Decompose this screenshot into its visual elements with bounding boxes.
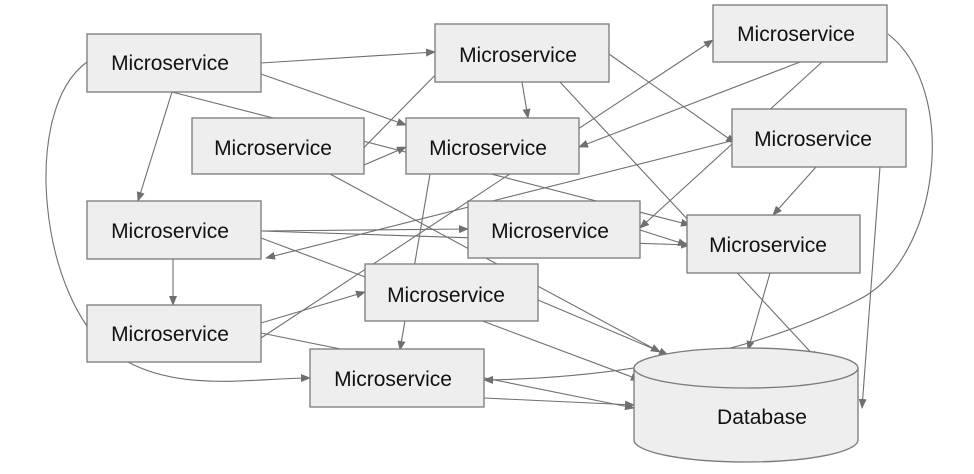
edge-arrow [260, 225, 469, 234]
service-box [309, 348, 485, 408]
service-node[interactable]: Microservice [191, 117, 365, 175]
service-node[interactable]: Microservice [434, 23, 610, 83]
edge-arrow [578, 61, 801, 148]
service-node[interactable]: Microservice [309, 348, 485, 408]
service-box [686, 214, 861, 274]
edge-arrow [397, 173, 431, 351]
edge-arrow [608, 53, 736, 144]
service-node[interactable]: Microservice [86, 33, 262, 93]
edge-arrow [363, 146, 407, 166]
service-node[interactable]: Microservice [467, 200, 641, 259]
edge-arrow [772, 166, 817, 216]
service-box [467, 200, 641, 259]
service-label: Microservice [387, 284, 505, 307]
service-node[interactable]: Microservice [712, 4, 888, 63]
service-node[interactable]: Microservice [364, 263, 539, 322]
service-node[interactable]: Microservice [86, 200, 262, 260]
service-box [434, 23, 610, 83]
edge-arrow [746, 272, 771, 351]
edge-arrow [265, 139, 736, 260]
service-label: Microservice [111, 52, 229, 75]
service-label: Microservice [491, 220, 609, 243]
service-label: Microservice [754, 128, 872, 151]
edge-arrow [260, 73, 407, 126]
edge-arrow [136, 91, 173, 202]
service-node[interactable]: Microservice [405, 117, 580, 175]
database-cylinder-top [633, 347, 859, 389]
service-label: Microservice [459, 44, 577, 67]
edge-arrow [639, 61, 823, 229]
edge-arrow [639, 229, 688, 247]
edge-arrow [537, 299, 669, 356]
service-label: Microservice [429, 137, 547, 160]
edge-arrow [260, 290, 366, 324]
service-box [405, 117, 580, 175]
service-box [364, 263, 539, 322]
service-node[interactable]: Microservice [86, 304, 262, 363]
database-cylinder-body [633, 368, 859, 463]
edge-arrow [521, 81, 531, 119]
service-label: Microservice [111, 220, 229, 243]
service-box [86, 304, 262, 363]
service-box [86, 200, 262, 260]
service-node[interactable]: Microservice [686, 214, 861, 274]
database-node[interactable]: Database [633, 347, 859, 463]
database-label: Database [717, 406, 807, 429]
service-label: Microservice [709, 234, 827, 257]
service-node[interactable]: Microservice [731, 108, 907, 168]
edge-arrow [858, 166, 881, 409]
service-label: Microservice [111, 323, 229, 346]
service-box [191, 117, 365, 175]
service-box [712, 4, 888, 63]
service-label: Microservice [737, 23, 855, 46]
service-label: Microservice [334, 368, 452, 391]
service-box [86, 33, 262, 93]
service-label: Microservice [214, 137, 332, 160]
edge-arrow [483, 397, 635, 409]
edge-arrow [329, 173, 661, 353]
edge-arrow [260, 48, 436, 64]
service-box [731, 108, 907, 168]
edge-arrow [260, 39, 714, 339]
